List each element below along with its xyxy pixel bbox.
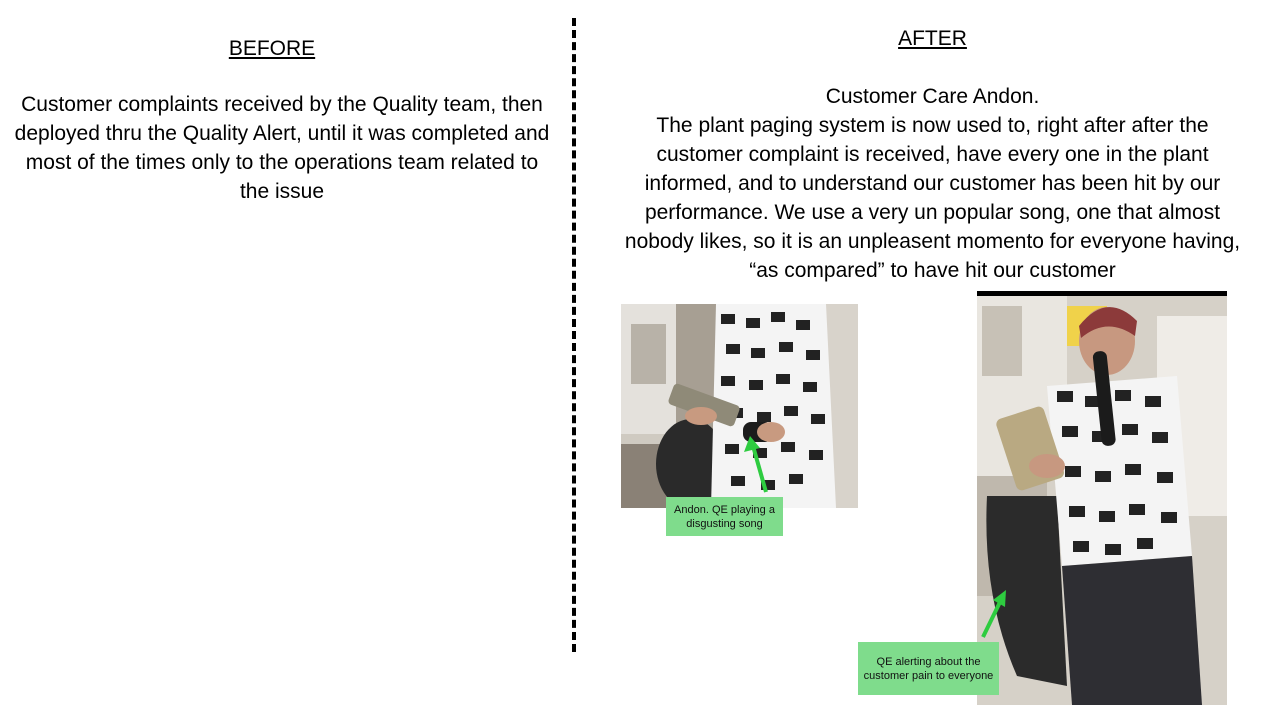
after-heading: AFTER <box>898 27 967 50</box>
after-description: The plant paging system is now used to, … <box>624 114 1241 282</box>
callout-right: QE alerting about the customer pain to e… <box>858 642 999 695</box>
arrow-right <box>981 590 1006 638</box>
photo-illustration-left <box>621 304 858 508</box>
andon-photo-right <box>977 291 1227 705</box>
callout-left: Andon. QE playing a disgusting song <box>666 497 783 536</box>
before-heading: BEFORE <box>228 37 316 60</box>
after-subtitle: Customer Care Andon. <box>825 85 1040 108</box>
arrow-left <box>744 436 768 493</box>
dashed-divider <box>572 18 576 652</box>
before-description: Customer complaints received by the Qual… <box>14 93 550 203</box>
andon-photo-left <box>621 304 858 508</box>
photo-illustration-right <box>977 296 1227 705</box>
